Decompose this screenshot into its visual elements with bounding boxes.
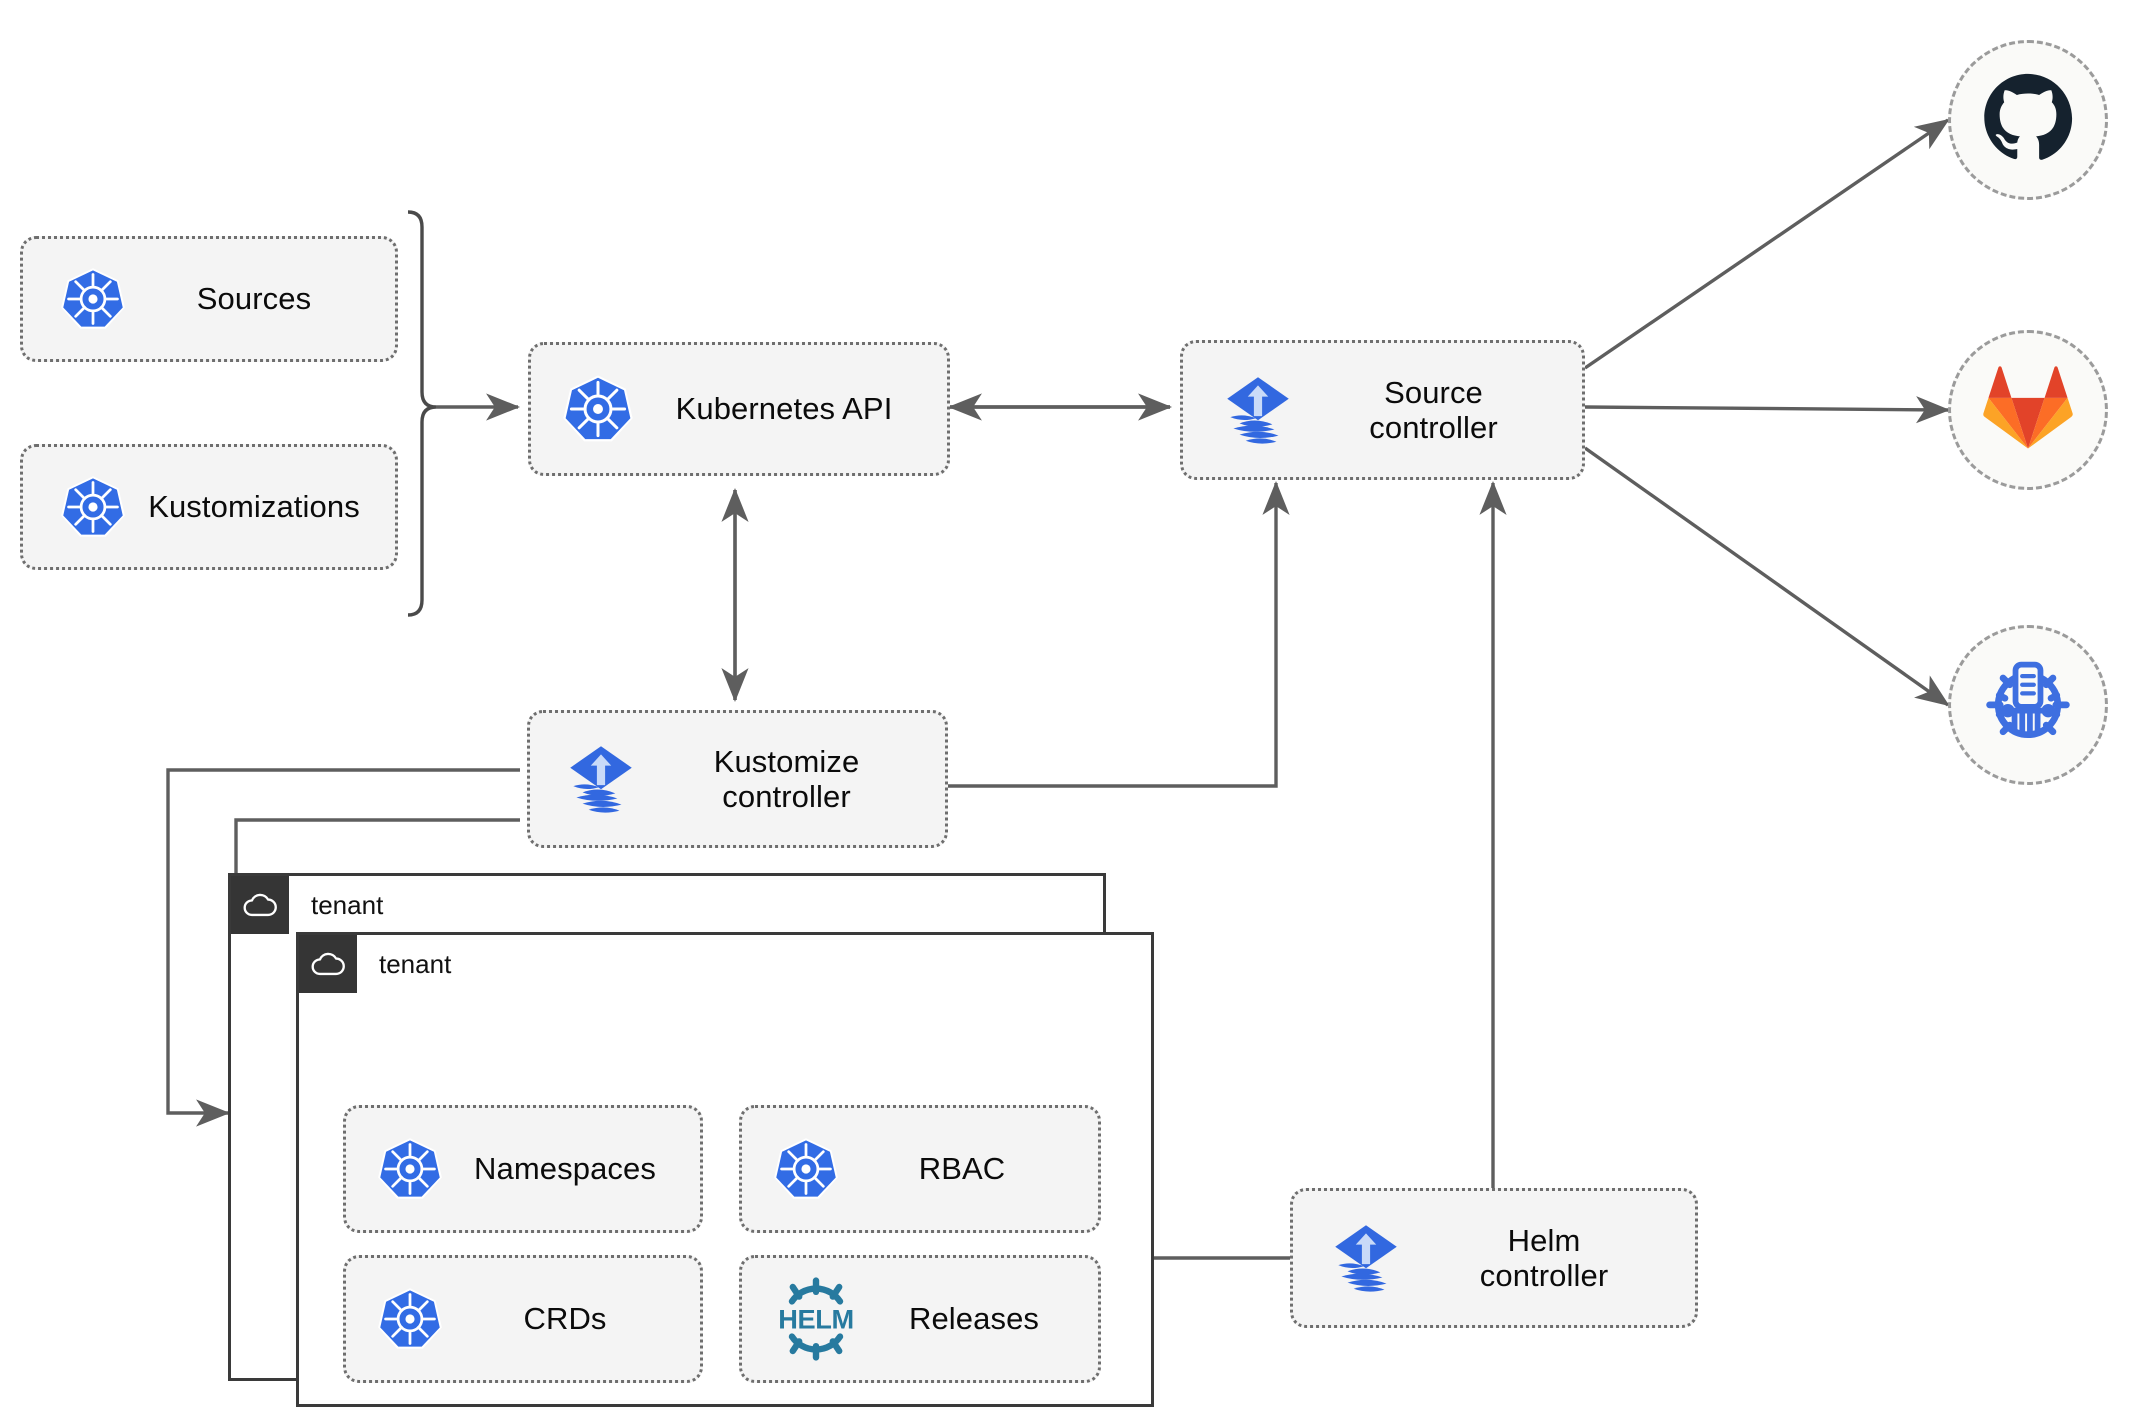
node-kustomizations-label: Kustomizations: [148, 489, 360, 525]
node-source-controller-label: Source controller: [1369, 374, 1498, 445]
helm-registry-icon: [1980, 655, 2076, 756]
node-kubernetes-api-label: Kubernetes API: [675, 391, 893, 427]
kubernetes-icon: [59, 473, 127, 541]
node-helm-controller[interactable]: Helm controller: [1290, 1188, 1698, 1328]
tenant-inner[interactable]: tenant Namespaces: [296, 932, 1154, 1407]
helm-icon: HELM: [768, 1277, 864, 1361]
node-source-controller[interactable]: Source controller: [1180, 340, 1585, 480]
provider-gitlab[interactable]: [1948, 330, 2108, 490]
cloud-icon: [231, 876, 289, 934]
kubernetes-icon: [376, 1135, 444, 1203]
node-sources[interactable]: Sources: [20, 236, 398, 362]
node-releases-label: Releases: [908, 1301, 1040, 1337]
node-kustomize-controller[interactable]: Kustomize controller: [527, 710, 948, 848]
node-releases[interactable]: HELM Releases: [739, 1255, 1101, 1383]
kubernetes-icon: [376, 1285, 444, 1353]
cloud-icon: [299, 935, 357, 993]
node-rbac[interactable]: RBAC: [739, 1105, 1101, 1233]
provider-registry[interactable]: [1948, 625, 2108, 785]
flux-icon: [560, 738, 642, 820]
node-namespaces[interactable]: Namespaces: [343, 1105, 703, 1233]
node-kubernetes-api[interactable]: Kubernetes API: [528, 342, 950, 476]
node-namespaces-label: Namespaces: [474, 1151, 656, 1187]
tenant-inner-label: tenant: [379, 949, 452, 979]
kubernetes-icon: [561, 372, 635, 446]
flux-icon: [1217, 369, 1299, 451]
node-helm-controller-label: Helm controller: [1479, 1222, 1609, 1293]
provider-github[interactable]: [1948, 40, 2108, 200]
kubernetes-icon: [59, 265, 127, 333]
node-sources-label: Sources: [196, 281, 312, 317]
node-rbac-label: RBAC: [918, 1151, 1006, 1187]
tenant-outer-header: tenant: [231, 876, 383, 934]
gitlab-icon: [1982, 362, 2074, 459]
flux-icon: [1325, 1217, 1407, 1299]
node-kustomizations[interactable]: Kustomizations: [20, 444, 398, 570]
node-crds-label: CRDs: [523, 1301, 607, 1337]
node-crds[interactable]: CRDs: [343, 1255, 703, 1383]
tenant-inner-header: tenant: [299, 935, 451, 993]
node-kustomize-controller-label: Kustomize controller: [713, 743, 860, 814]
svg-text:HELM: HELM: [778, 1304, 853, 1335]
tenant-outer-label: tenant: [311, 890, 384, 920]
kubernetes-icon: [772, 1135, 840, 1203]
github-icon: [1982, 72, 2074, 169]
